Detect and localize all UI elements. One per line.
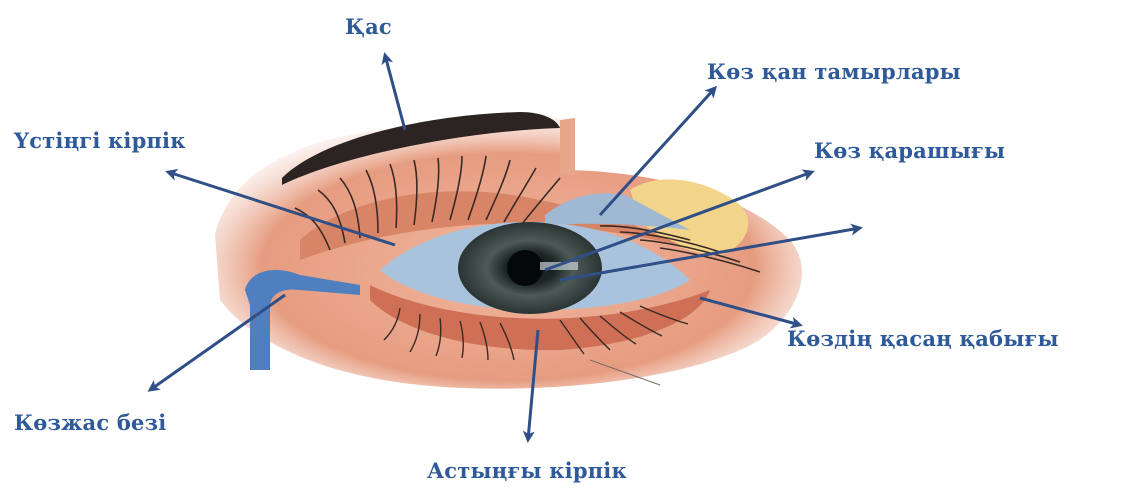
label-lower-eyelash: Астыңғы кірпік	[427, 458, 627, 483]
label-upper-eyelash: Үстіңгі кірпік	[14, 128, 186, 153]
label-eye-blood-vessels: Көз қан тамырлары	[707, 59, 961, 84]
label-lacrimal-gland: Көзжас безі	[14, 410, 166, 435]
label-eyebrow: Қас	[345, 14, 392, 39]
label-eyelid-edge: Көздің қасаң қабығы	[787, 326, 1059, 351]
forehead-patch	[560, 118, 575, 175]
label-pupil: Көз қарашығы	[814, 138, 1005, 163]
pupil-shape	[507, 250, 543, 286]
arrow-eyebrow	[385, 55, 405, 130]
